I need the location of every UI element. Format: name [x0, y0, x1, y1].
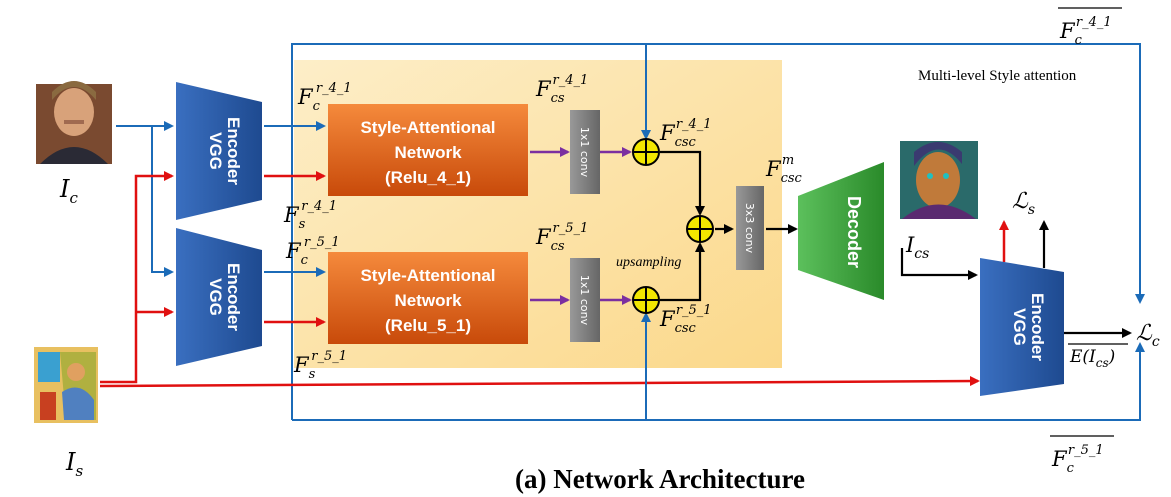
conv1x1-top: 1x1 conv [570, 110, 600, 194]
stylized-output-image [900, 141, 978, 219]
svg-text:(Relu_5_1): (Relu_5_1) [385, 316, 471, 335]
svg-text:Fcsr_4_1: Fcsr_4_1 [535, 73, 588, 106]
svg-text:Fcr_4_1: Fcr_4_1 [297, 81, 352, 114]
label-Fcsc-r41: Fcscr_4_1 [659, 117, 712, 150]
figure-caption: (a) Network Architecture [515, 464, 805, 494]
label-Fs-r41: Fsr_4_1 [283, 199, 337, 232]
content-input-lines [116, 121, 174, 277]
svg-text:Fcr_5_1: Fcr_5_1 [1051, 443, 1104, 476]
add-node-top [632, 138, 660, 166]
label-Fc-r51: Fcr_5_1 [285, 235, 340, 268]
label-Fc-r51-bottom: Fcr_5_1 [1050, 435, 1114, 476]
svg-text:Network: Network [394, 291, 462, 310]
label-Ic: Ic [59, 175, 78, 207]
svg-text:Fcr_4_1: Fcr_4_1 [1059, 15, 1112, 48]
label-Fcs-r51: Fcsr_5_1 [535, 221, 588, 254]
svg-text:Fcscr_5_1: Fcscr_5_1 [659, 303, 712, 336]
svg-text:Fcsr_5_1: Fcsr_5_1 [535, 221, 588, 254]
vgg-encoder-bottom: VGG Encoder [176, 228, 262, 366]
svg-text:VGG: VGG [206, 132, 225, 170]
label-Fs-r51: Fsr_5_1 [293, 349, 347, 382]
svg-text:3x3 conv: 3x3 conv [743, 203, 756, 254]
svg-text:VGG: VGG [1010, 308, 1029, 346]
svg-text:Style-Attentional: Style-Attentional [360, 118, 495, 137]
decoder: Decoder [798, 162, 884, 300]
svg-text:Ics: Ics [905, 233, 929, 262]
label-Fc-r41-top: Fcr_4_1 [1058, 7, 1122, 48]
svg-text:Fcscm: Fcscm [765, 153, 803, 186]
fusion-lines [660, 150, 1132, 338]
svg-text:Decoder: Decoder [844, 196, 864, 268]
svg-text:Fsr_4_1: Fsr_4_1 [283, 199, 337, 232]
vgg-encoder-top: VGG Encoder [176, 82, 262, 220]
label-content-loss: ℒc [1136, 321, 1160, 350]
label-Fcsc-r51: Fcscr_5_1 [659, 303, 712, 336]
svg-text:(Relu_4_1): (Relu_4_1) [385, 168, 471, 187]
label-Fcs-r41: Fcsr_4_1 [535, 73, 588, 106]
svg-text:Ic: Ic [59, 175, 78, 207]
svg-text:1x1 conv: 1x1 conv [578, 127, 591, 178]
svg-text:VGG: VGG [206, 278, 225, 316]
content-image [36, 81, 112, 164]
svg-text:Fcr_5_1: Fcr_5_1 [285, 235, 340, 268]
svg-text:Style-Attentional: Style-Attentional [360, 266, 495, 285]
label-style-loss: ℒs [1012, 189, 1035, 218]
style-image [34, 347, 98, 423]
label-Is: Is [65, 448, 83, 480]
add-node-bottom [632, 286, 660, 314]
add-node-merge [686, 215, 714, 243]
svg-text:Fsr_5_1: Fsr_5_1 [293, 349, 347, 382]
svg-text:Encoder: Encoder [1028, 293, 1047, 361]
svg-text:ℒc: ℒc [1136, 321, 1160, 350]
svg-text:Fcscr_4_1: Fcscr_4_1 [659, 117, 712, 150]
style-attentional-network-relu4: Style-Attentional Network (Relu_4_1) [328, 104, 528, 196]
label-Fc-r41: Fcr_4_1 [297, 81, 352, 114]
style-attentional-network-relu5: Style-Attentional Network (Relu_5_1) [328, 252, 528, 344]
upsampling-label: upsampling [616, 255, 681, 270]
svg-text:1x1 conv: 1x1 conv [578, 275, 591, 326]
label-Fcsc-m: Fcscm [765, 153, 803, 186]
svg-text:Encoder: Encoder [224, 263, 243, 331]
svg-text:ℒs: ℒs [1012, 189, 1035, 218]
conv1x1-bottom: 1x1 conv [570, 258, 600, 342]
svg-text:Encoder: Encoder [224, 117, 243, 185]
encoder-to-san-lines [264, 121, 326, 327]
multi-level-style-attention-label: Multi-level Style attention [918, 68, 1077, 84]
vgg-encoder-output: VGG Encoder [980, 258, 1064, 396]
svg-text:E(Ics): E(Ics) [1069, 347, 1115, 370]
san-to-conv-lines [530, 147, 632, 305]
outer-feedback-lines [291, 43, 1145, 421]
svg-text:Is: Is [65, 448, 83, 480]
label-E-Ics: E(Ics) [1068, 343, 1128, 370]
label-Ics: Ics [905, 233, 929, 262]
style-input-lines [99, 171, 980, 388]
conv3x3: 3x3 conv [736, 186, 764, 270]
svg-text:Network: Network [394, 143, 462, 162]
